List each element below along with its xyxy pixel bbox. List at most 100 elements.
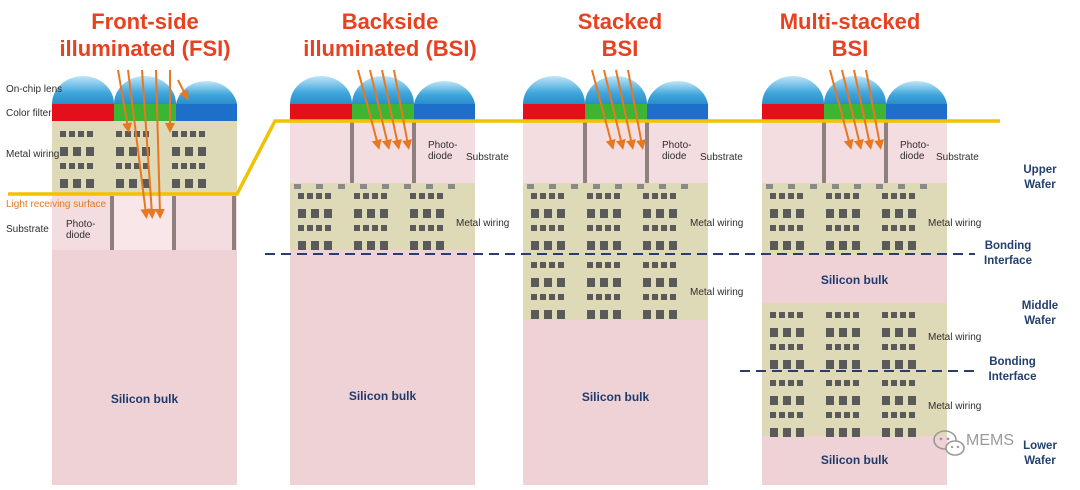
label-stacked-metal-wiring-lower: Metal wiring	[690, 287, 744, 298]
wiring-block	[900, 344, 906, 350]
wiring-block	[656, 278, 664, 287]
wiring-block	[614, 262, 620, 268]
wiring-block	[298, 193, 304, 199]
wiring-block	[549, 184, 556, 189]
wiring-block	[882, 241, 890, 250]
wiring-block	[779, 344, 785, 350]
label-light-receiving-surface: Light receiving surface	[6, 199, 107, 210]
wiring-block	[882, 193, 888, 199]
label-multi-lower-silicon-bulk: Silicon bulk	[820, 453, 889, 467]
wiring-block	[125, 131, 131, 137]
wiring-block	[73, 179, 81, 188]
wiring-block	[853, 412, 859, 418]
wiring-block	[190, 163, 196, 169]
wiring-block	[544, 278, 552, 287]
wiring-block	[766, 184, 773, 189]
wiring-block	[181, 163, 187, 169]
wiring-block	[185, 179, 193, 188]
wiring-block	[587, 262, 593, 268]
wiring-block	[307, 225, 313, 231]
wiring-block	[86, 179, 94, 188]
wiring-block	[844, 225, 850, 231]
label-multi-middle-silicon-bulk: Silicon bulk	[820, 273, 889, 287]
wiring-block	[419, 193, 425, 199]
label-fsi-substrate: Substrate	[6, 224, 49, 235]
wiring-block	[325, 193, 331, 199]
wiring-block	[796, 396, 804, 405]
wiring-block	[410, 209, 418, 218]
multi-middle-silicon-bulk	[762, 255, 947, 303]
wiring-block	[844, 344, 850, 350]
wiring-block	[909, 344, 915, 350]
wiring-block	[557, 278, 565, 287]
wiring-block	[423, 241, 431, 250]
wiring-block	[527, 184, 534, 189]
wiring-block	[363, 225, 369, 231]
wiring-block	[661, 262, 667, 268]
wiring-block	[587, 209, 595, 218]
wiring-block	[600, 241, 608, 250]
wiring-block	[587, 241, 595, 250]
wiring-block	[656, 310, 664, 319]
wiring-block	[882, 412, 888, 418]
wiring-block	[643, 262, 649, 268]
wiring-block	[544, 241, 552, 250]
wiring-block	[596, 262, 602, 268]
wiring-block	[839, 209, 847, 218]
title-multi-stacked-bsi: Multi-stacked BSI	[779, 9, 921, 61]
multi-lower-silicon-bulk	[762, 436, 947, 485]
fsi-red-filter	[52, 104, 114, 121]
wiring-block	[908, 396, 916, 405]
wiring-block	[895, 328, 903, 337]
wiring-block	[882, 396, 890, 405]
wiring-block	[810, 184, 817, 189]
wiring-block	[909, 380, 915, 386]
wiring-block	[363, 193, 369, 199]
wiring-block	[661, 193, 667, 199]
wiring-block	[779, 312, 785, 318]
wiring-block	[587, 278, 595, 287]
wiring-block	[587, 294, 593, 300]
wiring-block	[844, 193, 850, 199]
wiring-block	[844, 312, 850, 318]
wiring-block	[613, 278, 621, 287]
wiring-block	[652, 294, 658, 300]
wiring-block	[419, 225, 425, 231]
label-stacked-substrate: Substrate	[700, 152, 743, 163]
wiring-block	[198, 179, 206, 188]
wiring-block	[311, 241, 319, 250]
wiring-block	[600, 278, 608, 287]
label-stacked-silicon-bulk: Silicon bulk	[581, 390, 650, 404]
wiring-block	[382, 184, 389, 189]
wiring-block	[531, 262, 537, 268]
wiring-block	[797, 380, 803, 386]
wiring-block	[900, 193, 906, 199]
wiring-block	[853, 344, 859, 350]
wiring-block	[423, 209, 431, 218]
wiring-block	[298, 241, 306, 250]
wiring-block	[652, 193, 658, 199]
wiring-block	[882, 360, 890, 369]
light-receiving-surface-line	[8, 119, 1000, 196]
wiring-block	[853, 380, 859, 386]
wiring-block	[839, 428, 847, 437]
wiring-block	[891, 380, 897, 386]
wiring-block	[770, 225, 776, 231]
wiring-block	[670, 294, 676, 300]
wiring-block	[86, 147, 94, 156]
bsi-silicon-bulk	[290, 250, 475, 485]
wiring-block	[779, 412, 785, 418]
wiring-block	[540, 193, 546, 199]
wiring-block	[797, 193, 803, 199]
wiring-block	[783, 328, 791, 337]
wiring-block	[428, 193, 434, 199]
wiring-block	[614, 193, 620, 199]
wiring-block	[367, 209, 375, 218]
wiring-block	[796, 328, 804, 337]
label-bsi-silicon-bulk: Silicon bulk	[348, 389, 417, 403]
wiring-block	[796, 241, 804, 250]
wiring-block	[60, 163, 66, 169]
wiring-block	[891, 344, 897, 350]
wiring-block	[835, 380, 841, 386]
wiring-block	[615, 184, 622, 189]
